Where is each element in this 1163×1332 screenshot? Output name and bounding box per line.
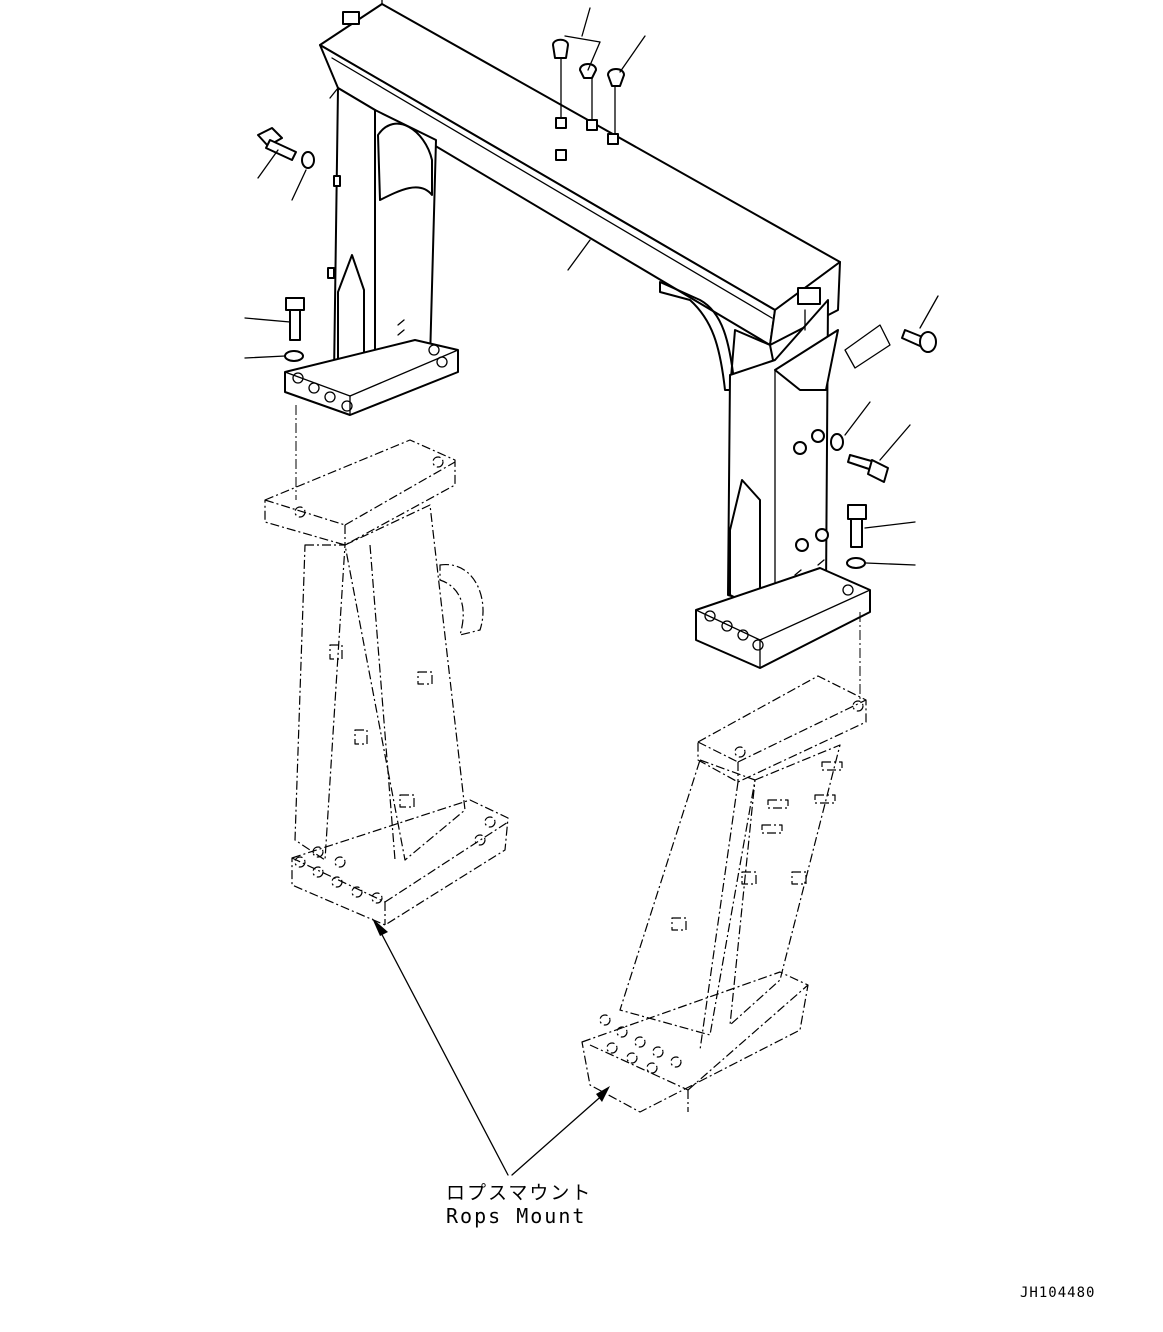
drawing-code: JH104480	[1020, 1285, 1096, 1301]
rops-mount-right	[581, 675, 867, 1113]
top-bolts	[552, 38, 625, 161]
rops-mount-label-english: Rops Mount	[446, 1204, 587, 1228]
rops-mount-left	[264, 439, 509, 926]
right-base-plate	[695, 567, 871, 669]
rops-frame	[284, 0, 871, 669]
left-base-plate	[284, 339, 459, 416]
bolt-top-left	[257, 127, 315, 169]
bolt-right-mid	[830, 433, 889, 483]
bolt-mid-left	[284, 297, 305, 362]
callout-arrows	[372, 918, 610, 1176]
alignment-lines	[295, 405, 861, 700]
hardware	[257, 38, 937, 569]
bolt-right-low	[846, 504, 867, 569]
bolt-right-top	[844, 324, 937, 369]
left-post	[327, 87, 437, 391]
right-post	[659, 281, 839, 611]
rops-mount-label-japanese: ロプスマウント	[446, 1182, 593, 1204]
leader-lines	[244, 7, 939, 566]
